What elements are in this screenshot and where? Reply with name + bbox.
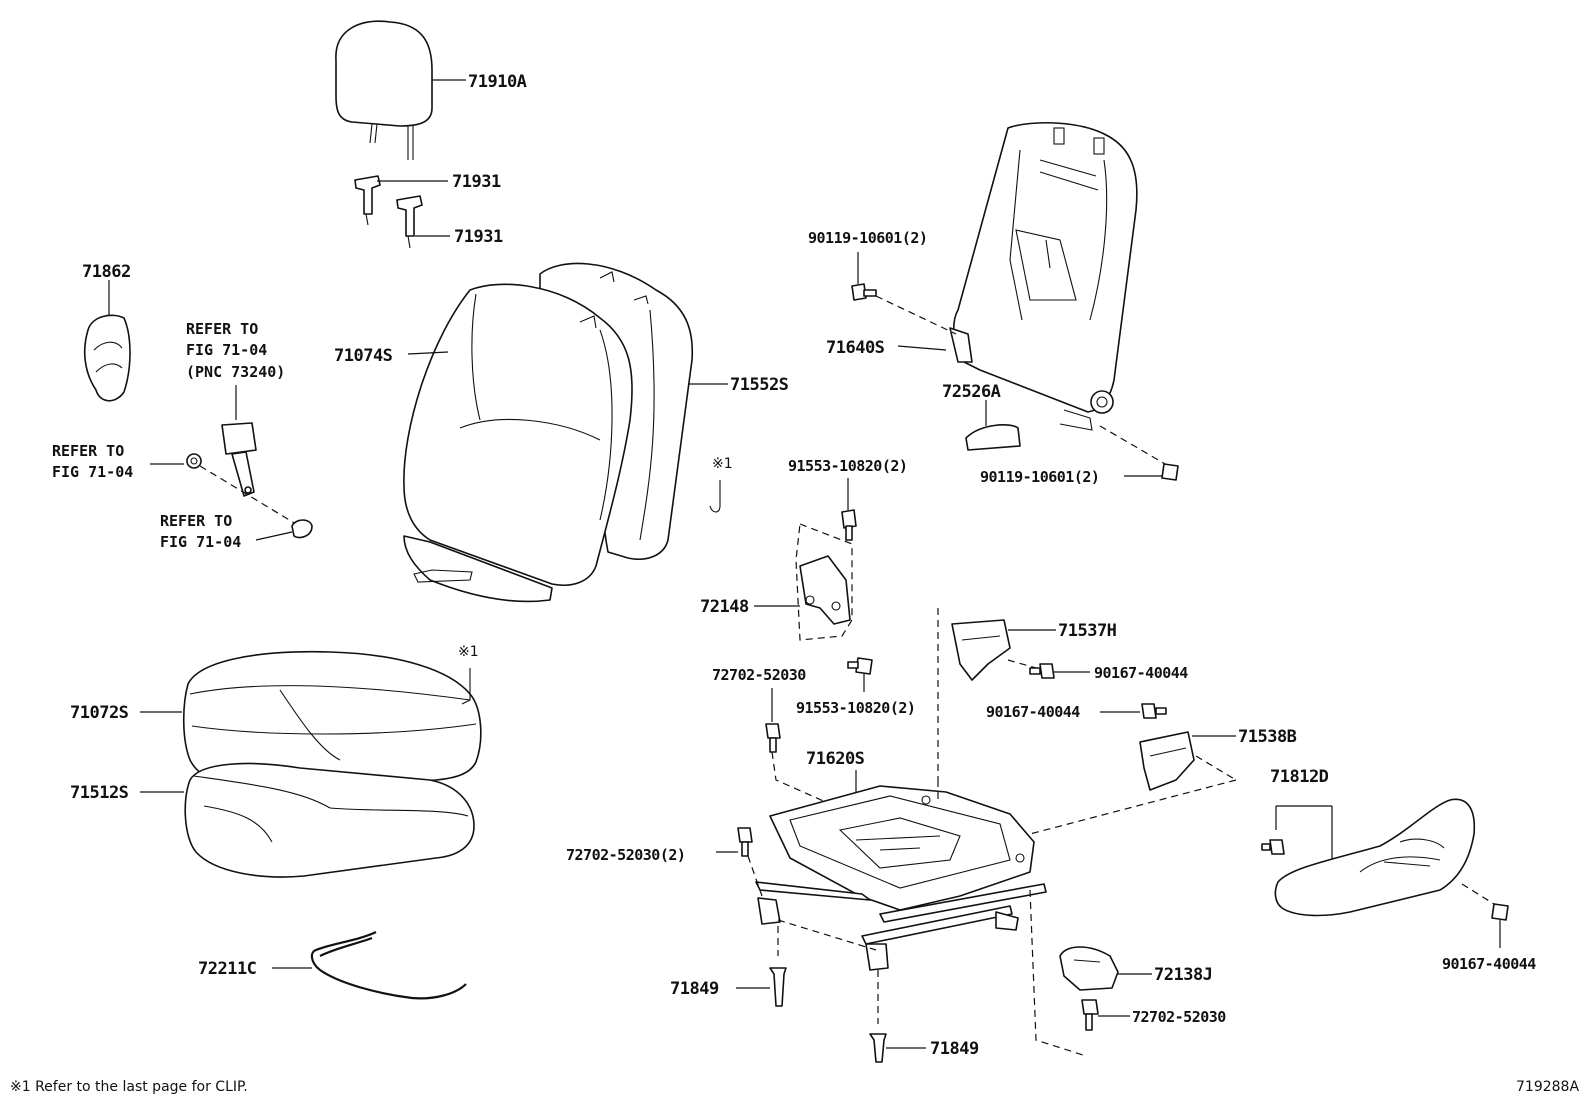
- label-90119-upper[interactable]: 90119-10601(2): [808, 229, 928, 247]
- label-90167-c[interactable]: 90167-40044: [1442, 955, 1537, 973]
- side-shield-71812D[interactable]: [1274, 798, 1476, 917]
- belt-anchor[interactable]: [291, 519, 313, 539]
- label-71538B[interactable]: 71538B: [1238, 727, 1297, 747]
- cover-71862-illustration[interactable]: [83, 314, 131, 402]
- clip-71812D[interactable]: [1261, 839, 1285, 855]
- footnote: ※1 Refer to the last page for CLIP.: [10, 1079, 248, 1095]
- label-71931-lower[interactable]: 71931: [454, 227, 503, 247]
- ref-buckle-line1: REFER TO: [186, 320, 258, 338]
- label-90119-lower[interactable]: 90119-10601(2): [980, 468, 1100, 486]
- seat-frame-71620S[interactable]: [755, 785, 1047, 971]
- ref-anchor-line2: FIG 71-04: [160, 533, 241, 551]
- bracket-72526A[interactable]: [965, 424, 1021, 451]
- label-71072S[interactable]: 71072S: [70, 703, 129, 723]
- seat-cushion-cover-71072S[interactable]: [182, 650, 482, 791]
- clip-arrow-upper: [709, 480, 721, 513]
- label-71910A[interactable]: 71910A: [468, 72, 527, 92]
- label-71931-upper[interactable]: 71931: [452, 172, 501, 192]
- bolt-90119-lower[interactable]: [1161, 463, 1179, 481]
- label-91553-upper[interactable]: 91553-10820(2): [788, 457, 908, 475]
- figure-id: 719288A: [1516, 1079, 1579, 1095]
- clip-arrow-lower: [461, 668, 471, 705]
- label-71552S[interactable]: 71552S: [730, 375, 789, 395]
- wire-72211C[interactable]: [310, 931, 467, 1000]
- label-71849-b[interactable]: 71849: [930, 1039, 979, 1059]
- label-72702-b[interactable]: 72702-52030(2): [566, 846, 686, 864]
- headrest-support-lower[interactable]: [396, 195, 423, 249]
- label-71074S[interactable]: 71074S: [334, 346, 393, 366]
- pin-71849-b[interactable]: [869, 1033, 887, 1063]
- label-72211C[interactable]: 72211C: [198, 959, 257, 979]
- belt-bolt[interactable]: [186, 453, 202, 469]
- cover-71537H[interactable]: [951, 619, 1011, 681]
- bolt-72702-b[interactable]: [737, 827, 753, 857]
- label-71862[interactable]: 71862: [82, 262, 131, 282]
- label-72148[interactable]: 72148: [700, 597, 749, 617]
- bolt-72702-a[interactable]: [765, 723, 781, 753]
- label-72702-c[interactable]: 72702-52030: [1132, 1008, 1227, 1026]
- label-72526A[interactable]: 72526A: [942, 382, 1001, 402]
- bolt-72702-c[interactable]: [1081, 999, 1099, 1031]
- label-71537H[interactable]: 71537H: [1058, 621, 1117, 641]
- seat-belt-buckle[interactable]: [221, 422, 257, 497]
- label-91553-lower[interactable]: 91553-10820(2): [796, 699, 916, 717]
- bolt-90167-a[interactable]: [1029, 663, 1055, 679]
- bolt-91553-lower[interactable]: [847, 657, 873, 675]
- seat-cushion-pad-71512S[interactable]: [184, 762, 475, 878]
- bolt-91553-upper[interactable]: [841, 509, 857, 541]
- bracket-72148[interactable]: [799, 555, 851, 625]
- label-71849-a[interactable]: 71849: [670, 979, 719, 999]
- bolt-90167-c[interactable]: [1491, 903, 1509, 921]
- label-71620S[interactable]: 71620S: [806, 749, 865, 769]
- label-90167-b[interactable]: 90167-40044: [986, 703, 1081, 721]
- pin-71849-a[interactable]: [769, 967, 787, 1007]
- ref-buckle-line2: FIG 71-04: [186, 341, 267, 359]
- ref-buckle-line3: (PNC 73240): [186, 363, 285, 381]
- clip-mark-lower: ※1: [458, 644, 479, 660]
- seatback-cover-71074S[interactable]: [403, 283, 633, 603]
- bolt-90167-b[interactable]: [1141, 703, 1167, 719]
- bolt-90119-upper[interactable]: [851, 283, 877, 301]
- ref-bolt-line1: REFER TO: [52, 442, 124, 460]
- label-71640S[interactable]: 71640S: [826, 338, 885, 358]
- label-72138J[interactable]: 72138J: [1154, 965, 1213, 985]
- cover-72138J[interactable]: [1059, 946, 1119, 991]
- seatback-frame-71640S[interactable]: [949, 122, 1138, 431]
- headrest-illustration[interactable]: [335, 20, 433, 160]
- label-90167-a[interactable]: 90167-40044: [1094, 664, 1189, 682]
- cover-71538B[interactable]: [1139, 731, 1195, 791]
- ref-anchor-line1: REFER TO: [160, 512, 232, 530]
- label-72702-a[interactable]: 72702-52030: [712, 666, 807, 684]
- headrest-support-upper[interactable]: [354, 175, 381, 226]
- clip-mark-upper: ※1: [712, 456, 733, 472]
- label-71812D[interactable]: 71812D: [1270, 767, 1329, 787]
- label-71512S[interactable]: 71512S: [70, 783, 129, 803]
- ref-bolt-line2: FIG 71-04: [52, 463, 133, 481]
